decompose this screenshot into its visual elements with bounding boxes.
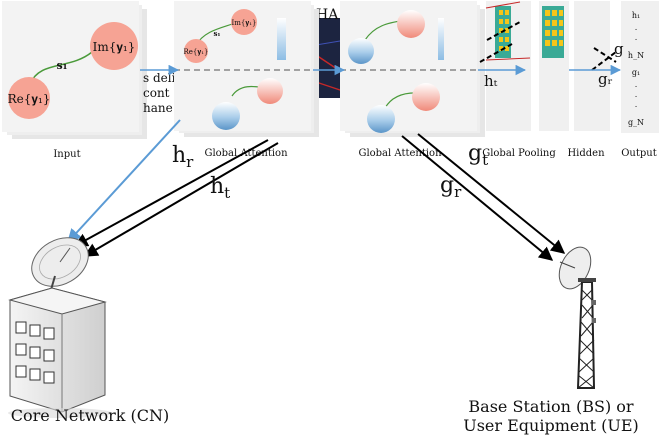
output-item-9: g_N — [628, 118, 644, 127]
output-item-7: . — [635, 90, 638, 99]
bg-text-line3: hane — [143, 101, 173, 115]
stage-label-output: Output — [621, 148, 657, 159]
arrow-cn-uplink-blue — [67, 119, 181, 244]
bg-text-line2: cont — [143, 86, 170, 100]
input-panel: Re{𝐲₁} Im{𝐲₁} 𝐬₁ — [2, 1, 147, 139]
hidden-g-label: g — [614, 40, 624, 58]
arrow-gr-to-bs — [417, 133, 566, 254]
attention-bar — [277, 18, 286, 60]
arrow-hr-to-cn — [73, 139, 269, 247]
stage-label-attention-1: Global Attention — [204, 148, 288, 159]
attention-red-node-a — [257, 78, 283, 104]
signal-label-gr: gr — [440, 173, 462, 201]
hidden-ht-label: hₜ — [484, 72, 498, 90]
signal-label-hr: hr — [172, 143, 194, 171]
output-panel: h₁ . . h_N g₁ . . . g_N — [621, 1, 659, 133]
base-station-label-line1: Base Station (BS) or — [468, 397, 633, 416]
output-item-3: . — [635, 33, 638, 42]
output-item-6: . — [635, 80, 638, 89]
signal-label-gt: gt — [468, 141, 488, 169]
input-im-label: Im{𝐲₁} — [93, 40, 136, 54]
hidden-gr-label: gᵣ — [598, 70, 613, 88]
background-header-fragment: HA — [316, 7, 339, 23]
stage-label-hidden: Hidden — [567, 148, 605, 159]
base-station-icon — [558, 246, 596, 389]
input-re-label: Re{𝐲₁} — [8, 92, 51, 106]
attention-re-node — [184, 39, 208, 63]
stage-label-attention-2: Global Attention — [358, 148, 442, 159]
base-station-label-line2: User Equipment (UE) — [463, 416, 639, 435]
input-edge-label: 𝐬₁ — [56, 59, 67, 72]
output-item-2: . — [635, 23, 638, 32]
arrow-ht-to-cn — [83, 142, 279, 257]
output-item-5: g₁ — [632, 68, 640, 77]
output-item-1: h₁ — [632, 11, 640, 20]
signal-label-ht: ht — [210, 174, 230, 202]
hidden-panel — [574, 1, 617, 131]
attention-re-label: Re{𝐲₁} — [184, 48, 209, 56]
stage-label-input: Input — [53, 149, 80, 160]
core-network-icon — [8, 237, 112, 418]
attention-blue-node-a — [212, 102, 240, 130]
attention-im-node — [231, 9, 257, 35]
output-item-8: . — [635, 100, 638, 109]
stage-label-pooling: Global Pooling — [482, 148, 556, 159]
attention-panel-1: Re{𝐲₁} Im{𝐲₁} 𝐬₁ — [174, 1, 319, 137]
core-network-label: Core Network (CN) — [11, 406, 169, 425]
input-re-node — [8, 77, 50, 119]
pooling-panel — [479, 1, 569, 131]
arrow-gt-to-bs — [401, 135, 554, 261]
input-im-node — [90, 22, 138, 70]
attention-panel-2 — [340, 1, 485, 137]
attention-edge-label: 𝐬₁ — [213, 29, 220, 38]
output-item-4: h_N — [628, 51, 644, 60]
attention-im-label: Im{𝐲₁} — [232, 19, 257, 27]
